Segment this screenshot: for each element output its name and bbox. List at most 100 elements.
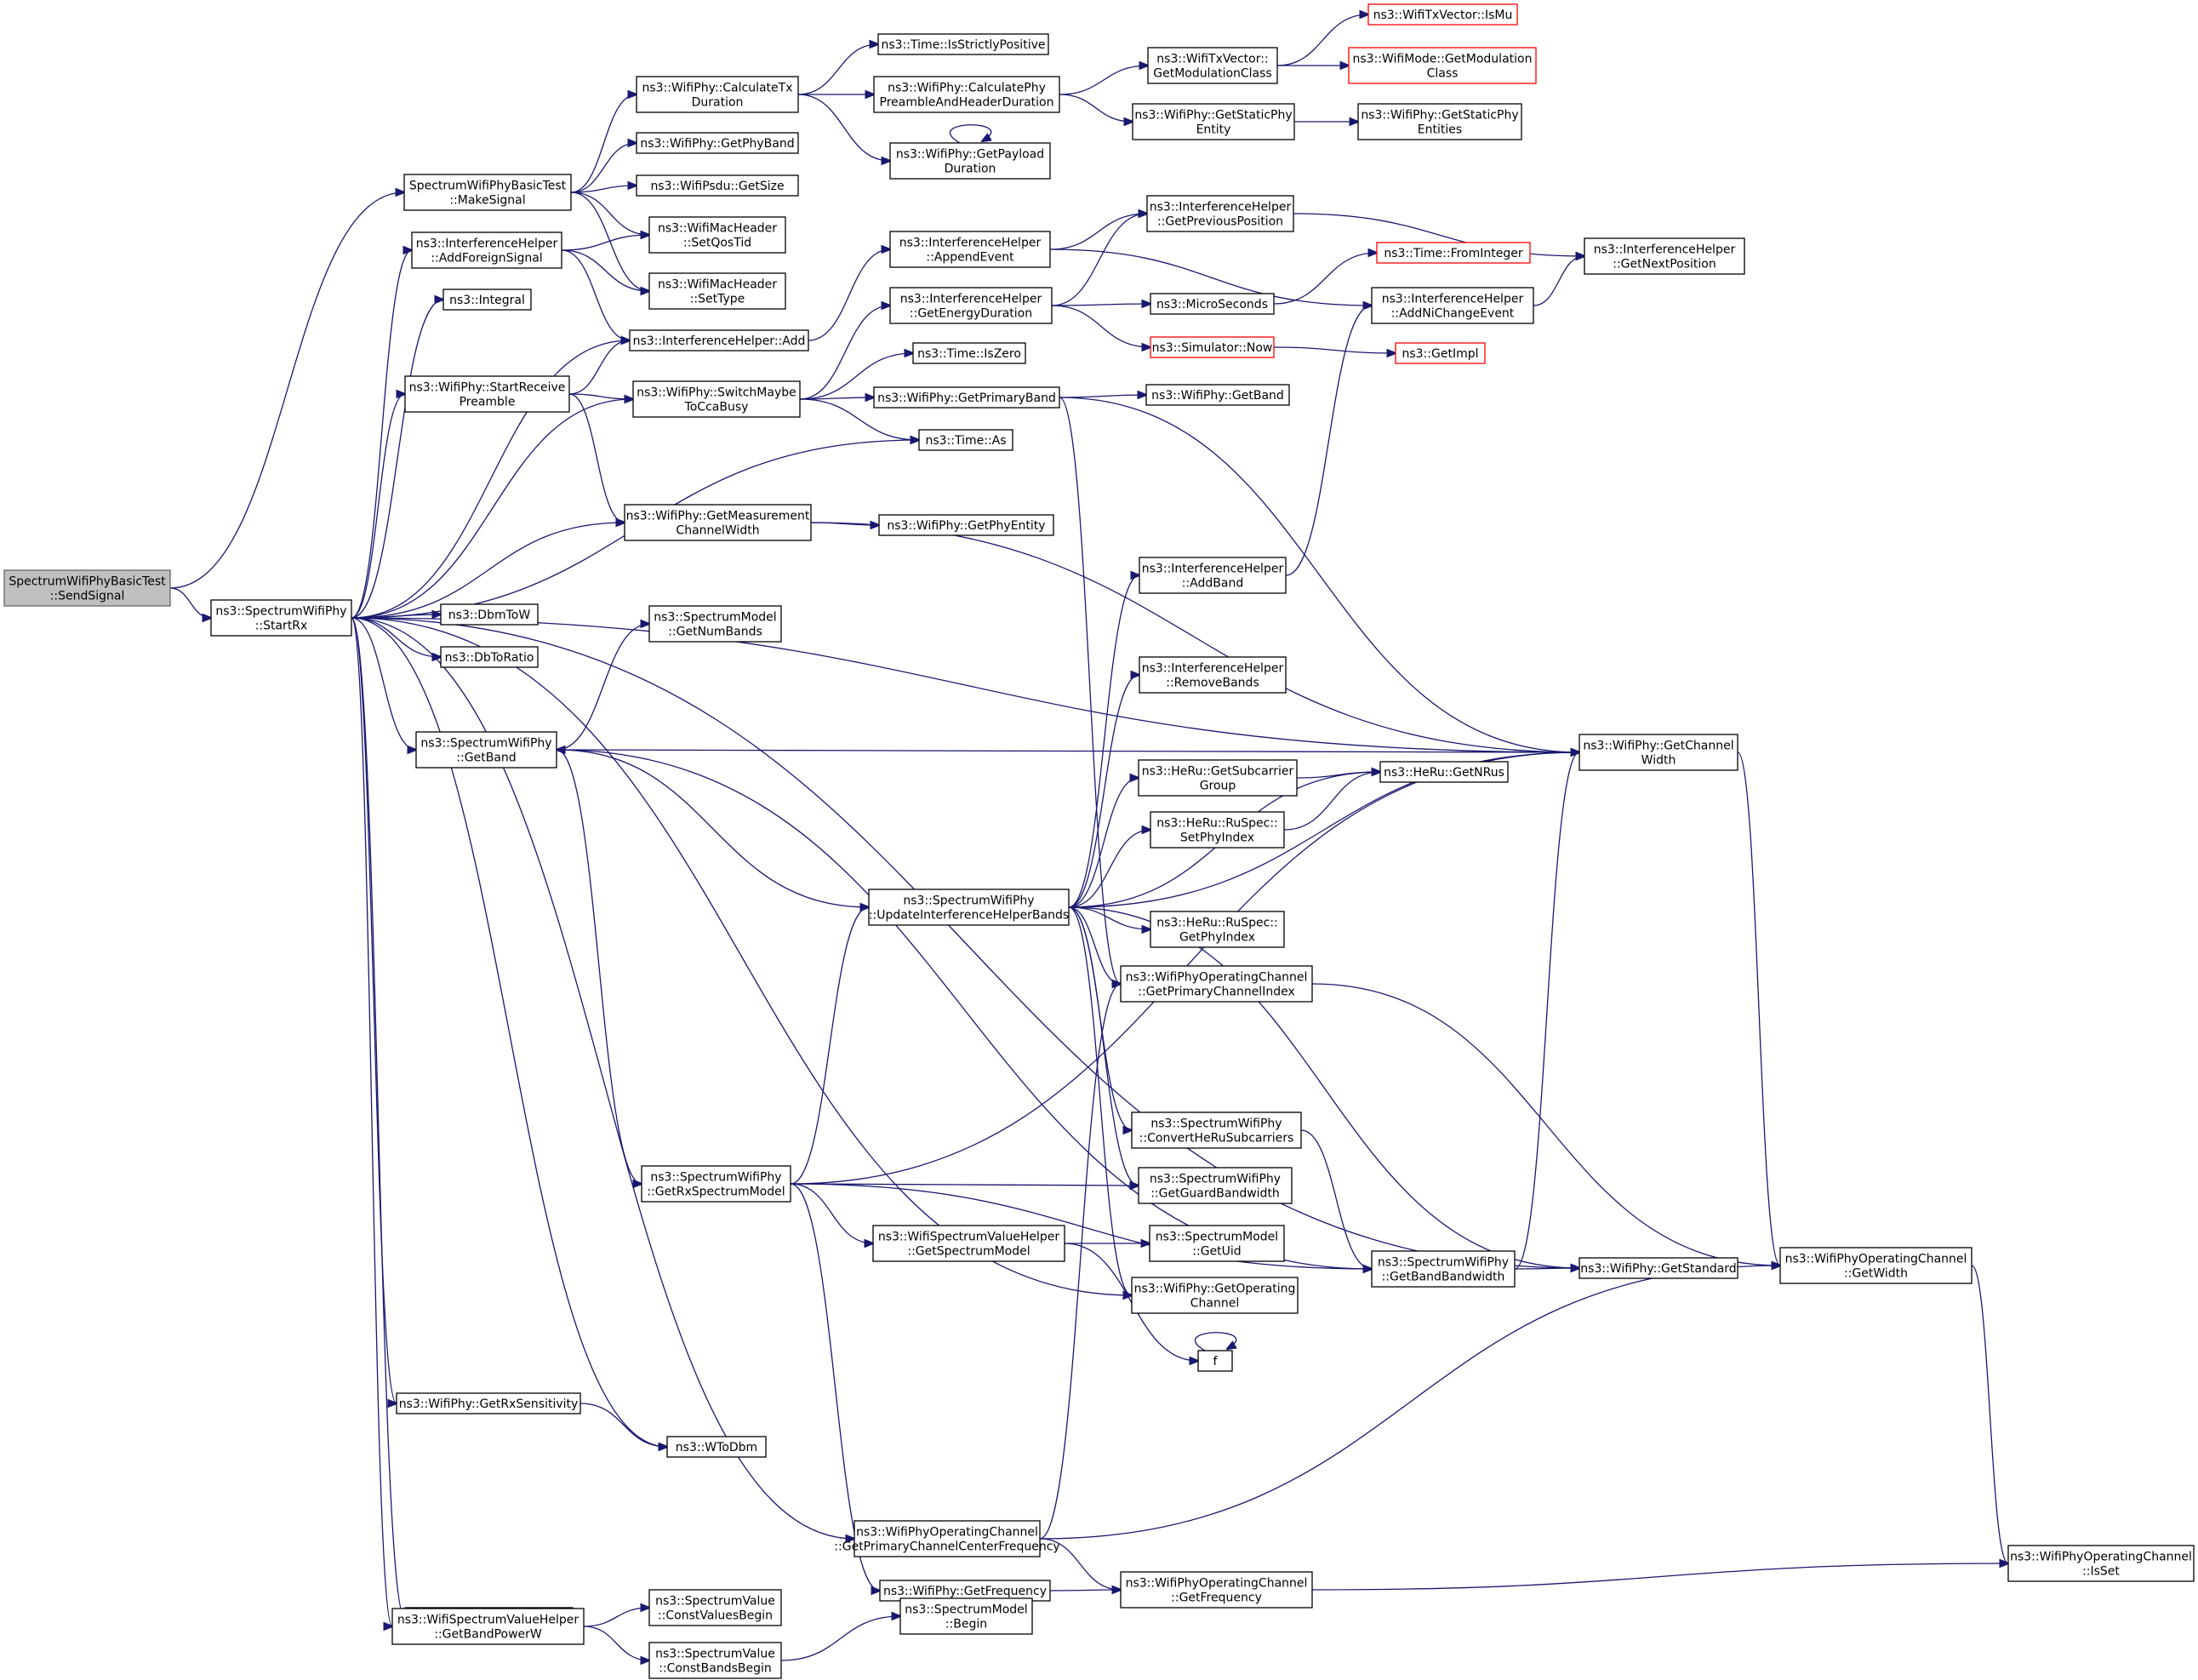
node-ih_add[interactable]: ns3::InterferenceHelper::Add [629,329,809,351]
node-microseconds[interactable]: ns3::MicroSeconds [1150,293,1275,315]
node-box [879,1580,1051,1602]
node-getmodclass_tx[interactable]: ns3::WifiTxVector::GetModulationClass [1147,47,1278,84]
node-getguardbw[interactable]: ns3::SpectrumWifiPhy::GetGuardBandwidth [1138,1167,1293,1204]
node-getphyentity[interactable]: ns3::WifiPhy::GetPhyEntity [878,514,1054,536]
node-getband_wp[interactable]: ns3::WifiPhy::GetBand [1145,384,1290,406]
call-edge-getbandpowerw-to-constvaluesbegin [583,1608,649,1627]
call-edge-getrxspecmodel-to-getfreq_wp [790,1183,880,1591]
node-label-line: ::ConstValuesBegin [658,1609,773,1623]
node-label-line: ::RemoveBands [1166,677,1259,690]
node-getprevpos[interactable]: ns3::InterferenceHelper::GetPreviousPosi… [1146,195,1294,232]
node-getrxsens[interactable]: ns3::WifiPhy::GetRxSensitivity [396,1392,581,1414]
node-opchan_getwidth[interactable]: ns3::WifiPhyOperatingChannel::GetWidth [1779,1247,1972,1284]
node-getfreq_wp[interactable]: ns3::WifiPhy::GetFrequency [879,1580,1051,1602]
node-fromint[interactable]: ns3::Time::FromInteger [1376,242,1531,264]
node-box [1395,342,1486,364]
node-box [1197,1350,1233,1372]
node-getmodclass_mode[interactable]: ns3::WifiMode::GetModulationClass [1348,47,1537,84]
node-setqostid[interactable]: ns3::WifiMacHeader::SetQosTid [648,216,786,254]
node-label-line: GetPhyIndex [1179,931,1255,945]
call-edge-getprevpos-to-getnextpos [1293,213,1584,256]
node-iszero[interactable]: ns3::Time::IsZero [912,342,1026,364]
call-edge-updateihbands-to-ih_removebands [1068,675,1139,908]
node-f[interactable]: f [1197,1350,1233,1372]
node-label-line: ::MakeSignal [449,194,525,208]
node-box [889,287,1053,324]
call-edge-startrx-to-ih_add [351,340,630,619]
node-makesignal[interactable]: SpectrumWifiPhyBasicTest::MakeSignal [403,174,572,211]
node-box [396,1392,581,1414]
node-getprimchanidx[interactable]: ns3::WifiPhyOperatingChannel::GetPrimary… [1120,965,1313,1003]
node-simnow[interactable]: ns3::Simulator::Now [1150,336,1275,358]
node-setphyindex[interactable]: ns3::HeRu::RuSpec::SetPhyIndex [1150,811,1285,849]
node-wsvh_getspecmodel[interactable]: ns3::WifiSpectrumValueHelper::GetSpectru… [872,1225,1065,1262]
node-label-line: ns3::DbToRatio [445,651,534,665]
node-box [632,380,801,418]
node-label-line: ::SetType [690,293,745,306]
node-getrxspecmodel[interactable]: ns3::SpectrumWifiPhy::GetRxSpectrumModel [641,1165,791,1203]
node-getband_sw[interactable]: ns3::SpectrumWifiPhy::GetBand [415,731,557,769]
node-label-line: ns3::SpectrumWifiPhy [420,737,551,751]
node-getimpl[interactable]: ns3::GetImpl [1395,342,1486,364]
node-ih_removebands[interactable]: ns3::InterferenceHelper::RemoveBands [1139,656,1287,694]
node-constvaluesbegin[interactable]: ns3::SpectrumValue::ConstValuesBegin [648,1589,782,1626]
node-appendevent[interactable]: ns3::InterferenceHelper::AppendEvent [889,231,1051,268]
node-integral[interactable]: ns3::Integral [442,289,532,311]
node-label-line: ::AddBand [1182,577,1243,591]
node-getbandpowerw[interactable]: ns3::WifiSpectrumValueHelper::GetBandPow… [391,1608,585,1645]
node-ih_addband[interactable]: ns3::InterferenceHelper::AddBand [1139,557,1287,594]
node-spectrummodelbegin[interactable]: ns3::SpectrumModel::Begin [899,1597,1033,1635]
node-ismu[interactable]: ns3::WifiTxVector::IsMu [1367,3,1518,26]
node-getprimcenterfreq[interactable]: ns3::WifiPhyOperatingChannel::GetPrimary… [834,1520,1060,1557]
node-box [854,1520,1041,1557]
node-getphyband[interactable]: ns3::WifiPhy::GetPhyBand [636,132,799,154]
node-getprimaryband[interactable]: ns3::WifiPhy::GetPrimaryBand [873,386,1060,409]
node-getenergyduration[interactable]: ns3::InterferenceHelper::GetEnergyDurati… [889,287,1053,324]
call-edge-makesignal-to-psdugetsize [570,186,637,193]
node-addnichange[interactable]: ns3::InterferenceHelper::AddNiChangeEven… [1371,287,1534,324]
node-getbandbw[interactable]: ns3::SpectrumWifiPhy::GetBandBandwidth [1371,1250,1516,1288]
node-startrx[interactable]: ns3::SpectrumWifiPhy::StartRx [210,599,352,637]
node-label-line: Entity [1196,123,1231,137]
node-getuid[interactable]: ns3::SpectrumModel::GetUid [1149,1225,1285,1262]
node-getphyindex[interactable]: ns3::HeRu::RuSpec::GetPhyIndex [1150,911,1285,948]
node-convertheru[interactable]: ns3::SpectrumWifiPhy::ConvertHeRuSubcarr… [1131,1111,1302,1149]
node-calcpreamble[interactable]: ns3::WifiPhy::CalculatePhyPreambleAndHea… [873,76,1060,113]
call-edge-updateihbands-to-setphyindex [1068,830,1150,908]
node-constbandsbegin[interactable]: ns3::SpectrumValue::ConstBandsBegin [648,1642,782,1679]
node-isstrictlypos[interactable]: ns3::Time::IsStrictlyPositive [877,33,1049,55]
node-getnrus[interactable]: ns3::HeRu::GetNRus [1379,761,1509,783]
call-edge-ih_add-to-appendevent [808,249,890,341]
node-box [641,1165,791,1203]
call-edge-addforeign-to-settype [561,249,649,291]
node-opchan_isset[interactable]: ns3::WifiPhyOperatingChannel::IsSet [2007,1545,2195,1582]
node-label-line: ns3::WifiMacHeader [658,222,777,236]
node-label-line: ns3::WifiPhy::StartReceive [409,381,566,395]
node-label-line: ns3::HeRu::RuSpec:: [1156,917,1278,930]
node-root[interactable]: SpectrumWifiPhyBasicTest::SendSignal [3,569,171,607]
node-updateihbands[interactable]: ns3::SpectrumWifiPhy::UpdateInterference… [868,889,1070,926]
node-dbmtow[interactable]: ns3::DbmToW [440,603,539,626]
node-getnextpos[interactable]: ns3::InterferenceHelper::GetNextPosition [1584,237,1745,275]
node-psdugetsize[interactable]: ns3::WifiPsdu::GetSize [636,174,799,197]
node-getnumbands[interactable]: ns3::SpectrumModel::GetNumBands [648,605,782,643]
node-addforeign[interactable]: ns3::InterferenceHelper::AddForeignSigna… [411,231,562,269]
node-getstandard[interactable]: ns3::WifiPhy::GetStandard [1579,1257,1738,1279]
call-edge-getenergyduration-to-simnow [1051,305,1150,347]
node-dbtoratio[interactable]: ns3::DbToRatio [440,646,539,668]
node-wtodbm[interactable]: ns3::WToDbm [666,1436,767,1458]
node-timeas[interactable]: ns3::Time::As [918,429,1013,451]
node-opchan_getfreq[interactable]: ns3::WifiPhyOperatingChannel::GetFrequen… [1120,1571,1313,1609]
node-settype[interactable]: ns3::WifiMacHeader::SetType [648,272,786,310]
call-edge-addforeign-to-setqostid [561,235,649,251]
